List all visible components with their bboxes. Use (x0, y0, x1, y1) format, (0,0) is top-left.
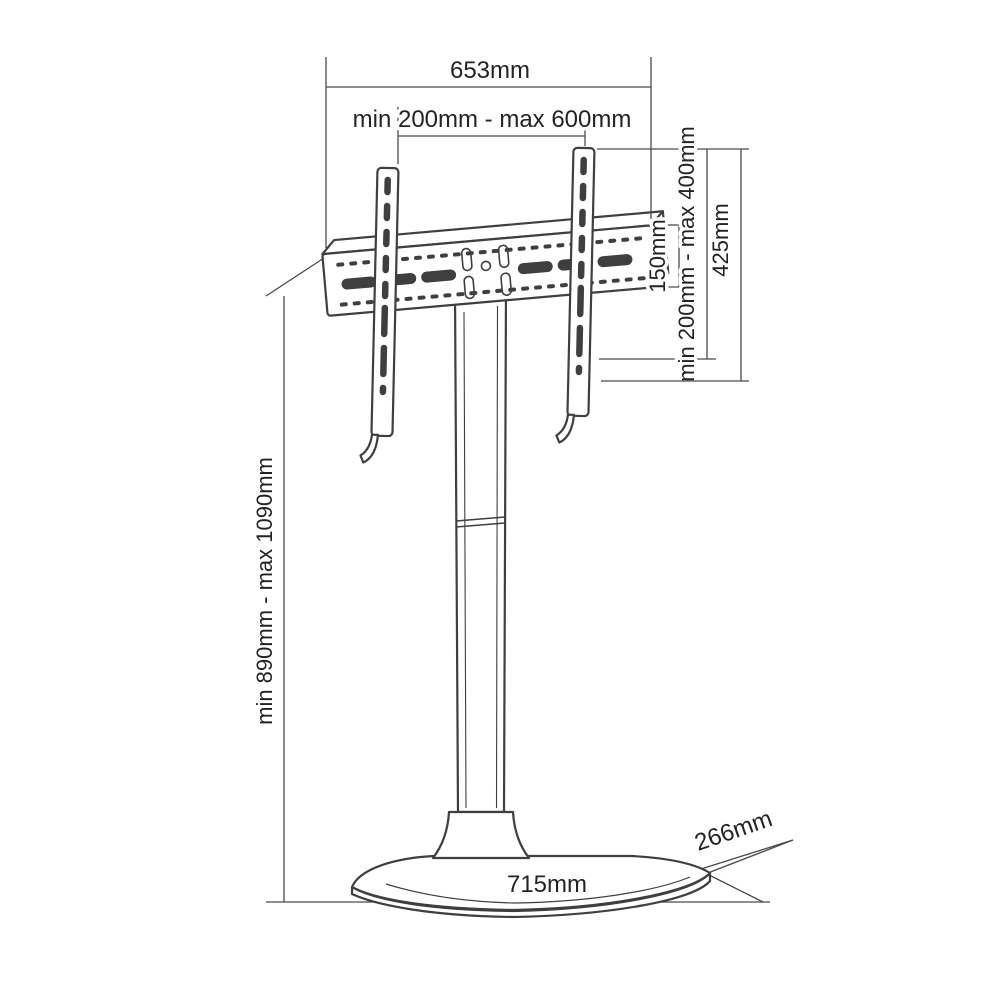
stand-column (453, 284, 508, 814)
dim-label-plate-height: 150mm (645, 219, 670, 292)
dim-bracket-width: 653mm (325, 54, 652, 248)
stand-base (350, 854, 712, 919)
extension-line-top-diagonal (265, 257, 325, 297)
plate-slot-row-left-inner (343, 271, 454, 288)
column-highlight-right (495, 305, 499, 809)
arm-body (370, 166, 400, 438)
dim-base-width: 715mm (503, 868, 590, 902)
arm-slot-upper-inner (383, 178, 390, 298)
dim-vesa-height: min 200mm - max 400mm (597, 123, 749, 385)
vesa-arm-left (359, 166, 400, 464)
column-collar (431, 810, 531, 860)
arm-body (566, 146, 596, 418)
dim-vesa-width: min 200mm - max 600mm (349, 103, 635, 164)
dim-arm-length: 425mm (601, 149, 749, 382)
collar-body (431, 810, 531, 860)
dim-label-stand-height: min 890mm - max 1090mm (252, 457, 277, 725)
dim-label-arm-length: 425mm (708, 203, 733, 276)
arm-hook (359, 433, 380, 464)
dim-label-vesa-width: min 200mm - max 600mm (353, 106, 632, 133)
column-body (453, 284, 508, 814)
dim-label-base-width: 715mm (507, 871, 587, 898)
plate-center-slot (500, 272, 512, 296)
plate-center-slot (463, 275, 476, 300)
base-depth-extension-line (700, 839, 794, 870)
dim-plate-height: 150mm (642, 216, 690, 296)
column-seam-upper (455, 516, 506, 522)
arm-hook (555, 413, 576, 444)
plate-center-slot (460, 247, 473, 272)
dimensions: 653mm min 200mm - max 600mm 150mm min 20… (249, 54, 779, 902)
dim-stand-height: min 890mm - max 1090mm (249, 257, 325, 902)
vesa-arm-right (555, 146, 596, 444)
arm-slot-lower-inner (381, 306, 387, 394)
base-width-extension-right (708, 874, 764, 903)
column-highlight-left (463, 311, 467, 809)
dim-label-vesa-height: min 200mm - max 400mm (674, 126, 699, 382)
plate-center-hole (480, 260, 492, 272)
dim-label-bracket-width: 653mm (450, 57, 530, 84)
arm-slot-lower-inner (577, 286, 583, 374)
plate-center-slot (497, 244, 510, 269)
arm-slot-upper-inner (579, 158, 586, 278)
column-seam-lower (455, 522, 506, 528)
base-inner-edge (385, 876, 691, 904)
